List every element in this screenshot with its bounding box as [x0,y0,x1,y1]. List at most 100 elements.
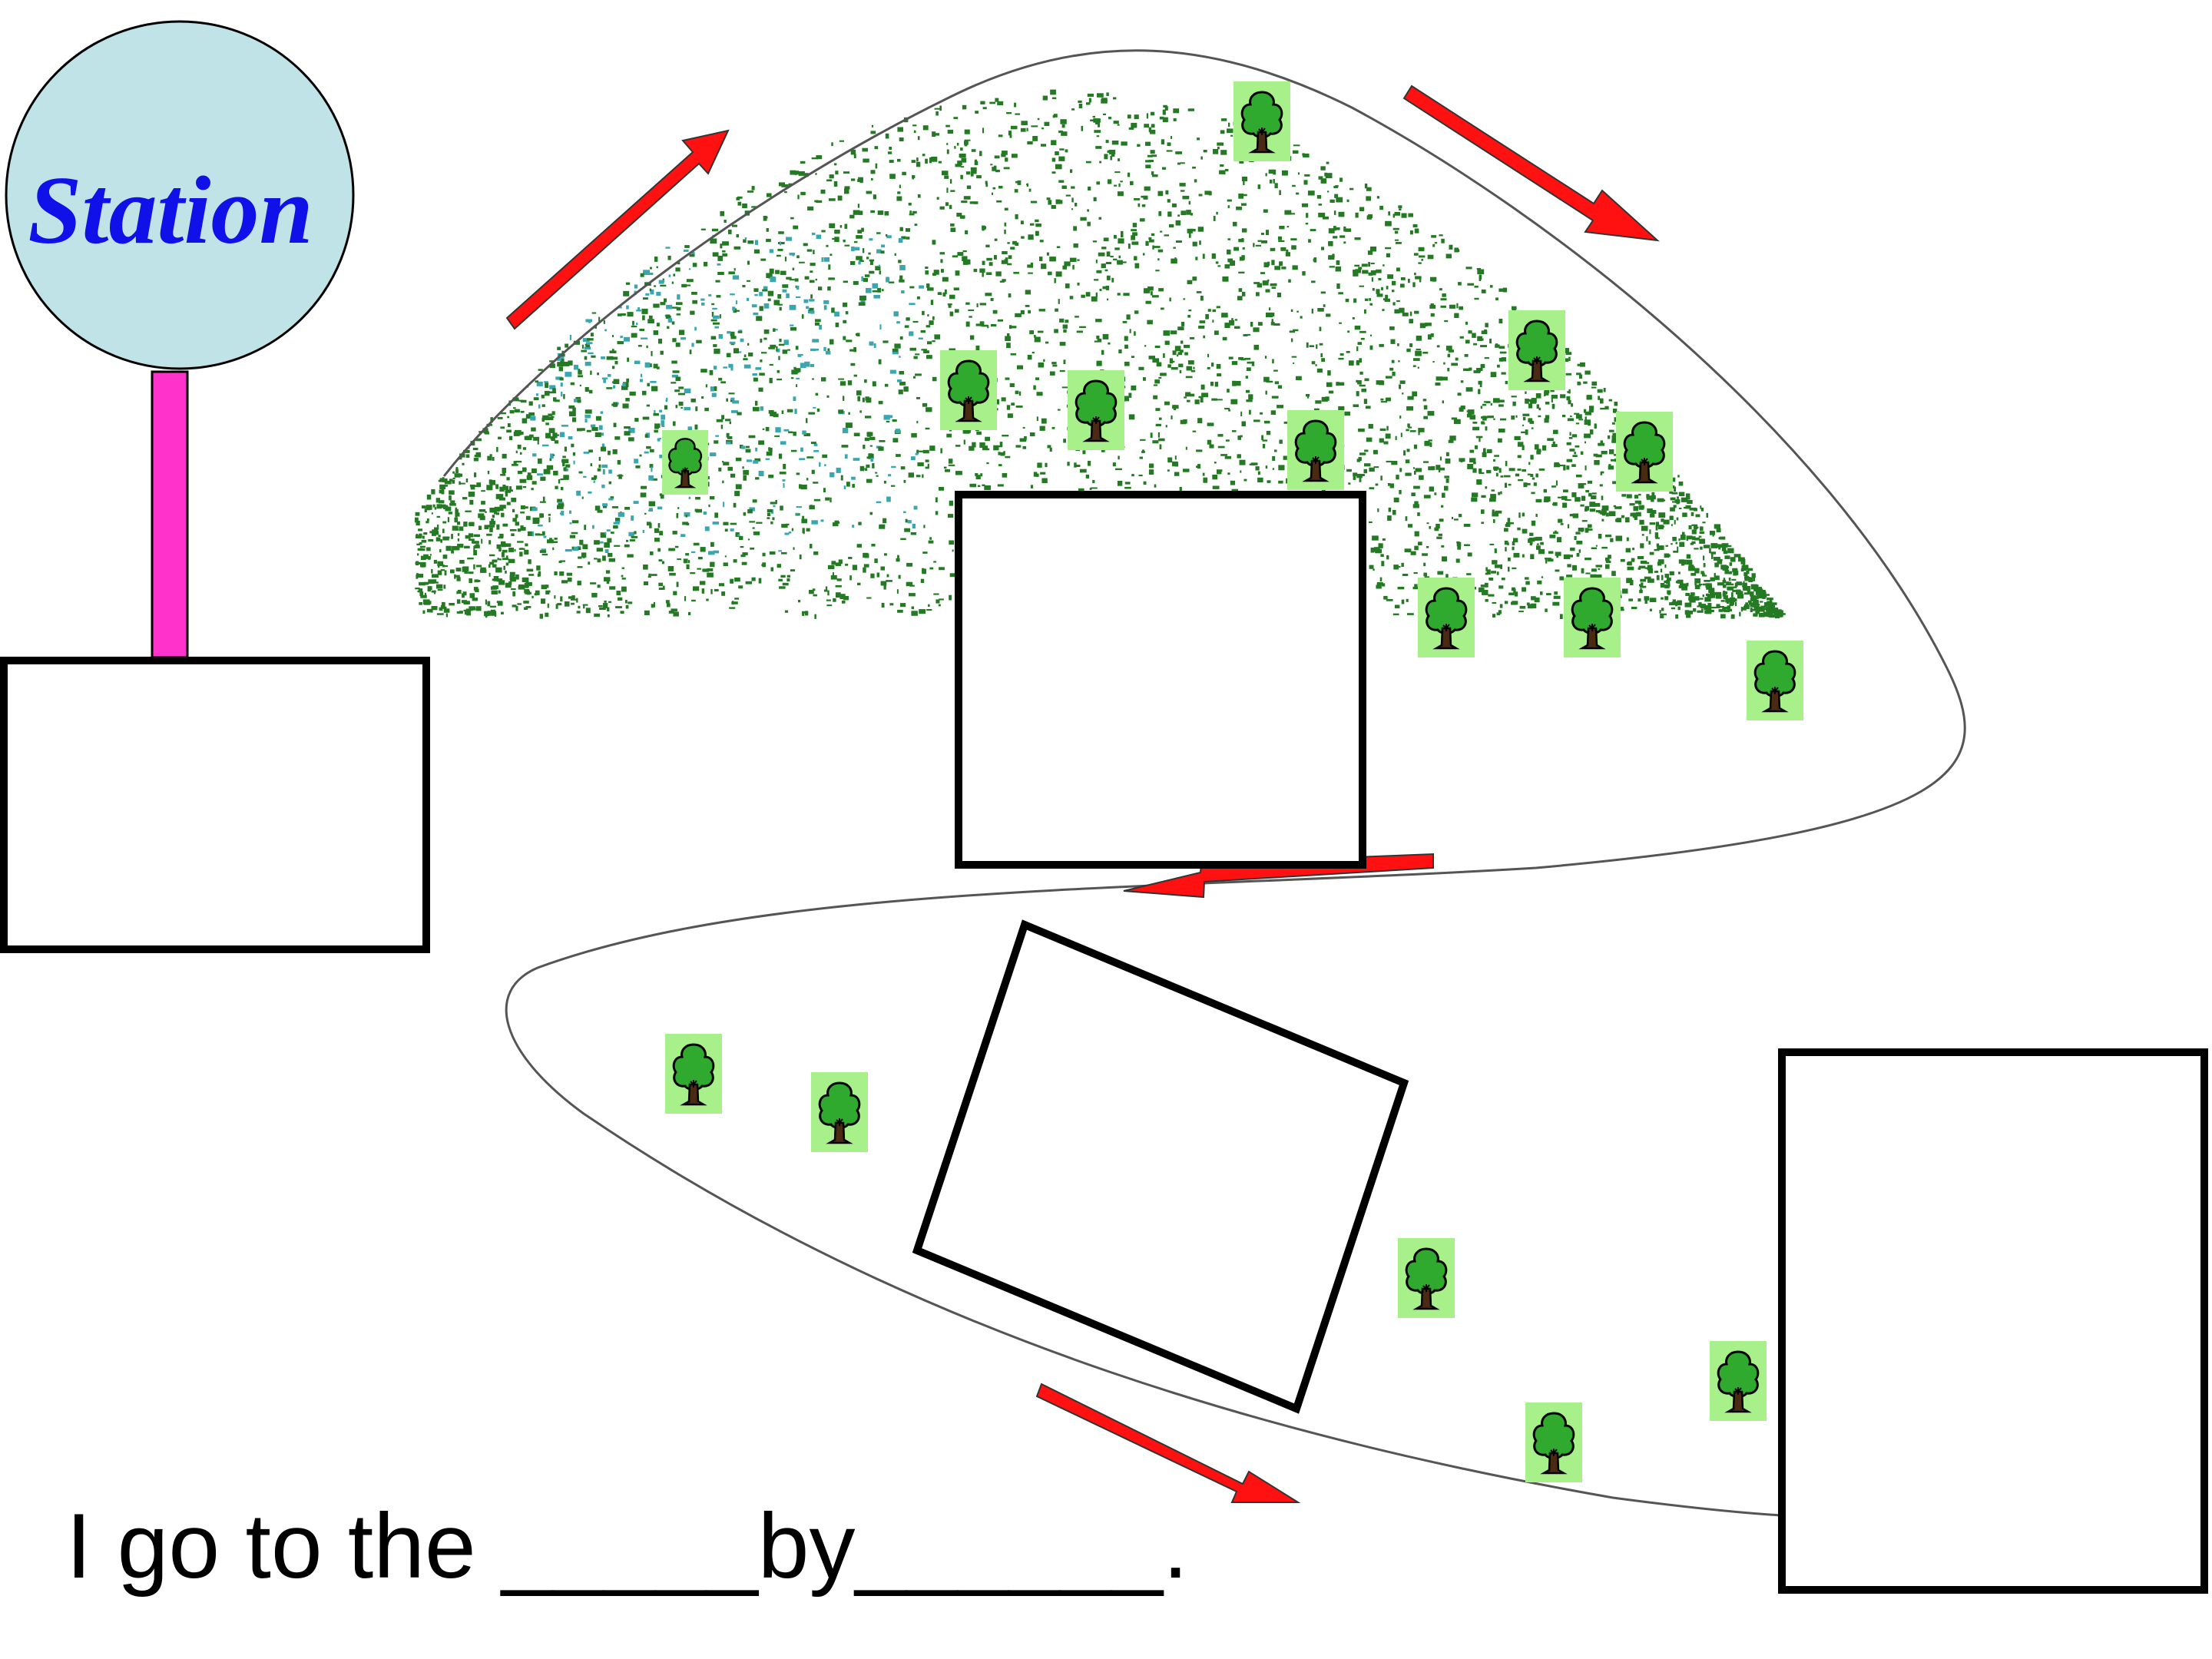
vegetation-speck [853,458,860,461]
vegetation-speck [608,498,614,501]
vegetation-speck [1386,599,1393,601]
vegetation-speck [716,419,724,422]
vegetation-speck [832,522,839,527]
vegetation-speck [737,351,742,353]
vegetation-speck [830,472,835,478]
vegetation-speck [501,551,505,558]
vegetation-speck [872,290,878,293]
vegetation-speck [1498,357,1503,362]
vegetation-speck [891,485,896,487]
vegetation-speck [1245,376,1248,379]
vegetation-speck [1005,377,1010,380]
vegetation-speck [1640,588,1642,591]
vegetation-speck [1338,292,1343,295]
vegetation-speck [736,310,740,312]
vegetation-speck [926,325,931,328]
vegetation-speck [949,311,954,316]
vegetation-speck [1621,494,1627,497]
vegetation-speck [1359,384,1366,387]
answer-box-top[interactable] [955,491,1366,869]
vegetation-speck [558,479,561,484]
vegetation-speck [1200,296,1204,301]
vegetation-speck [925,459,929,462]
vegetation-speck [1554,591,1558,595]
vegetation-speck [1336,260,1340,265]
vegetation-speck [1535,473,1538,478]
vegetation-speck [844,224,848,229]
vegetation-speck [974,161,979,165]
vegetation-speck [582,338,590,343]
vegetation-speck [1004,229,1006,234]
vegetation-speck [1241,194,1247,197]
vegetation-speck [473,550,477,555]
vegetation-speck [1117,481,1123,486]
vegetation-speck [548,428,555,433]
vegetation-speck [1096,360,1102,366]
vegetation-speck [1694,537,1700,541]
vegetation-speck [687,426,692,432]
vegetation-speck [641,485,647,489]
vegetation-speck [1051,171,1056,174]
vegetation-speck [523,601,529,604]
vegetation-speck [780,441,786,445]
vegetation-speck [1522,587,1527,592]
vegetation-speck [964,139,971,141]
vegetation-speck [694,326,697,331]
vegetation-speck [482,428,488,433]
vegetation-speck [563,467,567,472]
vegetation-speck [1301,203,1309,207]
vegetation-speck [1547,438,1554,442]
vegetation-speck [1103,113,1106,115]
vegetation-speck [1189,228,1196,232]
vegetation-speck [1414,272,1416,276]
vegetation-speck [489,561,495,565]
vegetation-speck [1132,232,1137,236]
vegetation-speck [1361,474,1365,476]
vegetation-speck [492,559,498,563]
vegetation-speck [814,614,816,619]
vegetation-speck [1151,291,1153,296]
vegetation-speck [1613,505,1616,508]
vegetation-speck [665,247,671,249]
vegetation-speck [732,306,736,311]
vegetation-speck [1141,195,1146,198]
vegetation-speck [1193,366,1195,369]
vegetation-speck [839,381,846,386]
vegetation-speck [1551,395,1558,399]
vegetation-speck [1412,504,1419,508]
vegetation-speck [582,604,588,606]
vegetation-speck [617,459,621,465]
vegetation-speck [1211,363,1214,367]
vegetation-speck [1656,522,1660,527]
vegetation-speck [568,360,573,366]
vegetation-speck [963,439,965,445]
vegetation-speck [1474,445,1479,449]
vegetation-speck [1124,361,1130,366]
vegetation-speck [617,313,622,316]
answer-box-bottom-right[interactable] [1778,1048,2208,1594]
vegetation-speck [960,147,963,151]
vegetation-speck [1207,309,1211,312]
vegetation-speck [647,319,654,323]
vegetation-speck [877,287,882,293]
vegetation-speck [1534,597,1540,603]
vegetation-speck [1373,568,1375,571]
answer-box-station[interactable] [0,657,430,953]
vegetation-speck [653,363,658,369]
vegetation-speck [933,270,939,275]
vegetation-speck [826,395,830,398]
vegetation-speck [419,581,426,586]
vegetation-speck [597,584,601,588]
answer-box-middle[interactable] [912,919,1409,1414]
vegetation-speck [769,551,776,555]
vegetation-speck [1019,438,1027,442]
vegetation-speck [1430,313,1435,317]
vegetation-speck [743,239,747,243]
vegetation-speck [1220,454,1228,456]
vegetation-speck [624,426,631,429]
vegetation-speck [1399,489,1402,495]
vegetation-speck [1710,593,1714,597]
vegetation-speck [1085,161,1091,164]
vegetation-speck [766,193,772,197]
vegetation-speck [1117,124,1120,126]
